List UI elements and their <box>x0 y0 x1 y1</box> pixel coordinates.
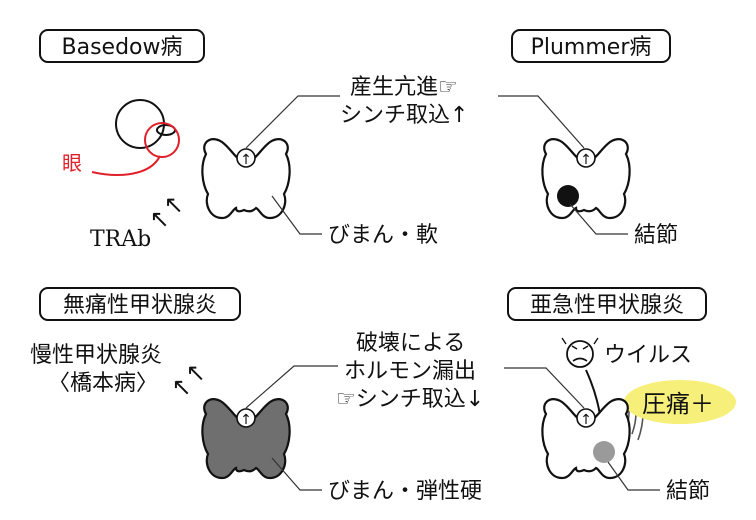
finding-basedow: びまん・軟 <box>328 223 438 248</box>
finding-subacute: 結節 <box>666 479 710 504</box>
side-note-line1: 慢性甲状腺炎 <box>30 343 162 368</box>
title-basedow: Basedow病 <box>62 35 183 60</box>
leader-line-top-left <box>245 95 340 149</box>
title-box-subacute <box>507 287 707 321</box>
shared-bottom-note: 破壊による ホルモン漏出 ☞シンチ取込↓ <box>336 331 484 412</box>
leader-line-bottom-left <box>245 365 338 409</box>
bottom-line2: ホルモン漏出 <box>344 359 476 384</box>
panel-plummer: Plummer病 ↑ 結節 <box>498 29 678 248</box>
leader-line-finding-subacute <box>607 461 660 491</box>
eye-sketch-icon <box>91 99 180 176</box>
tender-nodule <box>593 441 615 463</box>
shared-top-note: 産生亢進☞ シンチ取込↑ <box>340 75 468 128</box>
finding-painless: びまん・弾性硬 <box>328 479 482 504</box>
bottom-line3: ☞シンチ取込↓ <box>336 387 484 412</box>
panel-subacute: 亜急性甲状腺炎 ウイルス 圧痛＋ ↑ 結節 <box>504 287 736 504</box>
panel-painless: 無痛性甲状腺炎 慢性甲状腺炎 〈橋本病〉 ↑↑ ↑ びまん・弾性硬 <box>30 287 482 504</box>
bottom-line1: 破壊による <box>356 331 465 356</box>
leader-line-top-right <box>498 95 585 149</box>
pain-label: 圧痛＋ <box>642 390 714 418</box>
sick-face-icon <box>561 337 599 368</box>
leader-line-bottom-right <box>504 367 585 409</box>
antibody-label: TRAb <box>90 227 151 252</box>
gland-arrow-basedow: ↑ <box>240 152 252 168</box>
leader-line-finding-painless <box>271 457 322 491</box>
leader-line-finding-basedow <box>271 195 322 235</box>
title-plummer: Plummer病 <box>531 35 652 60</box>
leader-line-finding-plummer <box>569 203 628 235</box>
virus-label: ウイルス <box>604 343 692 368</box>
gland-arrow-plummer: ↑ <box>580 152 592 168</box>
title-box-basedow <box>39 29 205 63</box>
title-box-painless <box>39 287 241 321</box>
top-line2: シンチ取込↑ <box>340 103 468 128</box>
title-box-plummer <box>511 29 671 63</box>
gland-arrow-circle <box>576 148 596 168</box>
gland-arrow-circle <box>576 408 596 428</box>
side-note-arrows: ↑↑ <box>165 357 213 405</box>
finding-plummer: 結節 <box>634 223 678 248</box>
hot-nodule <box>557 185 579 207</box>
side-note-line2: 〈橋本病〉 <box>48 371 158 396</box>
title-painless: 無痛性甲状腺炎 <box>63 293 217 318</box>
gland-arrow-subacute: ↑ <box>580 412 592 428</box>
pain-highlight <box>624 380 736 424</box>
eye-note: 眼 <box>62 151 82 175</box>
gland-arrow-circle <box>236 148 256 168</box>
gland-arrow-painless: ↑ <box>240 412 252 428</box>
gland-arrow-circle <box>236 408 256 428</box>
top-line1: 産生亢進☞ <box>350 75 458 100</box>
title-subacute: 亜急性甲状腺炎 <box>530 293 684 318</box>
panel-basedow: Basedow病 眼 TRAb ↑↑ ↑ びまん・軟 <box>39 29 438 252</box>
